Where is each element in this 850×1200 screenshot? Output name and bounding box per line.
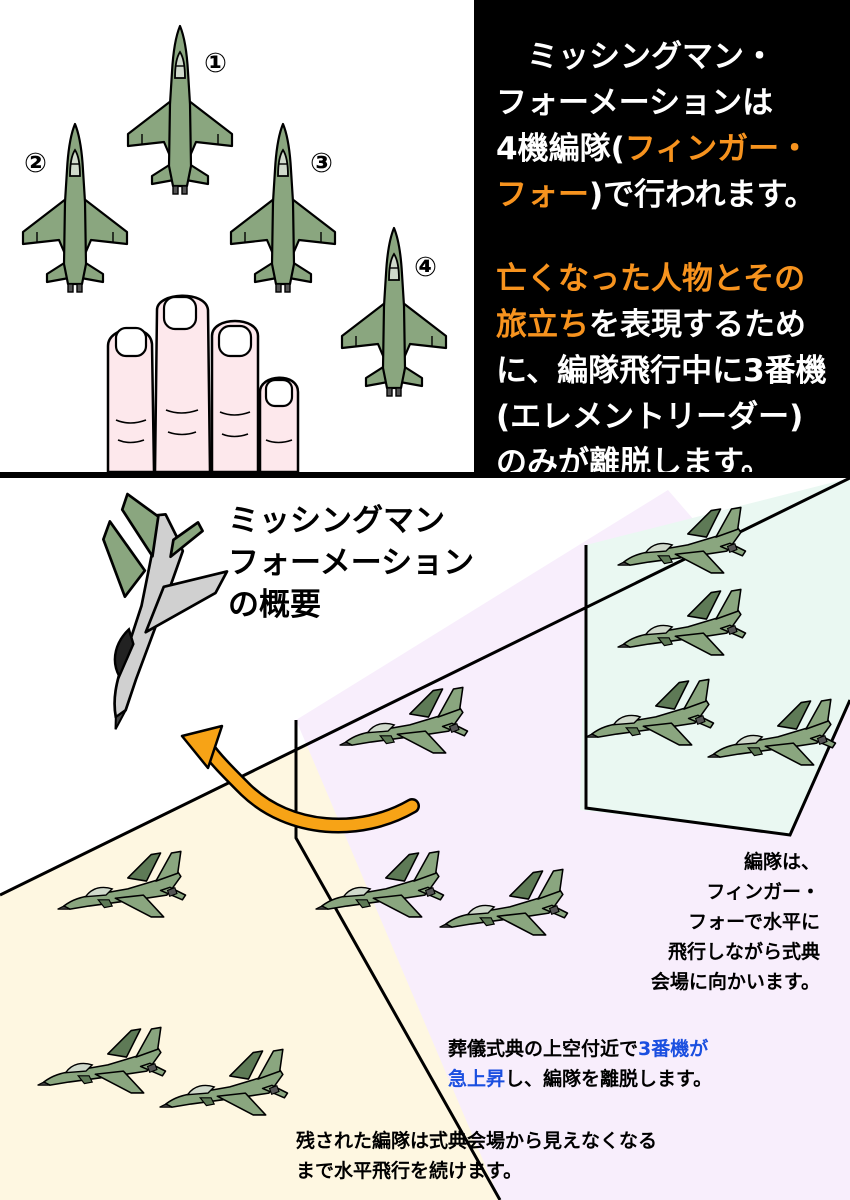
explanation-line: 亡くなった人物とその xyxy=(496,256,841,302)
highlight-text: 急上昇 xyxy=(448,1068,505,1090)
text-segment: 4機編隊( xyxy=(496,131,625,167)
explanation-text: ミッシングマン・ フォーメーションは 4機編隊(フィンガー・ フォー)で行われま… xyxy=(496,34,841,486)
text-segment: に、編隊飛行中に3番機 xyxy=(496,353,827,389)
highlight-text: フォー xyxy=(496,177,589,213)
caption-line: フィンガー・ xyxy=(651,877,820,907)
overview-title: ミッシングマン フォーメーション の概要 xyxy=(228,500,474,626)
explanation-line: 旅立ちを表現するため xyxy=(496,302,841,348)
title-line: の概要 xyxy=(228,584,474,626)
hand-fingers-icon xyxy=(108,296,298,472)
text-segment: (エレメントリーダー) xyxy=(496,399,803,435)
text-segment: )で行われます。 xyxy=(589,177,816,213)
formation-illustration-panel: ① ② ③ ④ xyxy=(0,0,474,472)
caption-break-away: 葬儀式典の上空付近で3番機が 急上昇し、編隊を離脱します。 xyxy=(448,1034,712,1094)
formation-position-label: ② xyxy=(24,148,47,179)
formation-illustration xyxy=(0,0,474,472)
caption-line: 急上昇し、編隊を離脱します。 xyxy=(448,1064,712,1094)
explanation-line: フォーメーションは xyxy=(496,80,841,126)
caption-line: まで水平飛行を続けます。 xyxy=(296,1156,657,1186)
caption-line: 葬儀式典の上空付近で3番機が xyxy=(448,1034,712,1064)
caption-formation-approach: 編隊は、 フィンガー・ フォーで水平に 飛行しながら式典 会場に向かいます。 xyxy=(651,847,820,997)
caption-line: 会場に向かいます。 xyxy=(651,967,820,997)
caption-line: 飛行しながら式典 xyxy=(651,937,820,967)
highlight-text: 亡くなった人物とその xyxy=(496,261,805,297)
explanation-line: フォー)で行われます。 xyxy=(496,172,841,218)
caption-line: 残された編隊は式典会場から見えなくなる xyxy=(296,1126,657,1156)
climbing-jet-icon xyxy=(25,486,241,741)
title-line: フォーメーション xyxy=(228,542,474,584)
formation-position-label: ④ xyxy=(414,252,437,283)
explanation-line: 4機編隊(フィンガー・ xyxy=(496,126,841,172)
highlight-text: フィンガー・ xyxy=(625,131,810,167)
text-segment: を表現するため xyxy=(589,307,806,343)
caption-remaining-formation: 残された編隊は式典会場から見えなくなる まで水平飛行を続けます。 xyxy=(296,1126,657,1186)
text-segment: し、編隊を離脱します。 xyxy=(505,1068,712,1090)
explanation-line: ミッシングマン・ xyxy=(496,34,841,80)
formation-position-label: ① xyxy=(204,48,227,79)
text-segment: フォーメーションは xyxy=(496,85,773,121)
explanation-line: (エレメントリーダー) xyxy=(496,394,841,440)
caption-line: フォーで水平に xyxy=(651,907,820,937)
top-panel: ① ② ③ ④ ミッシングマン・ フォーメーションは 4機編隊(フィンガー・ フ… xyxy=(0,0,850,476)
text-segment: ミッシングマン・ xyxy=(496,39,775,75)
caption-line: 編隊は、 xyxy=(651,847,820,877)
formation-position-label: ③ xyxy=(310,148,333,179)
highlight-text: 旅立ち xyxy=(496,307,589,343)
highlight-text: 3番機が xyxy=(638,1038,708,1060)
explanation-line: に、編隊飛行中に3番機 xyxy=(496,348,841,394)
text-segment: 葬儀式典の上空付近で xyxy=(448,1038,638,1060)
title-line: ミッシングマン xyxy=(228,500,474,542)
